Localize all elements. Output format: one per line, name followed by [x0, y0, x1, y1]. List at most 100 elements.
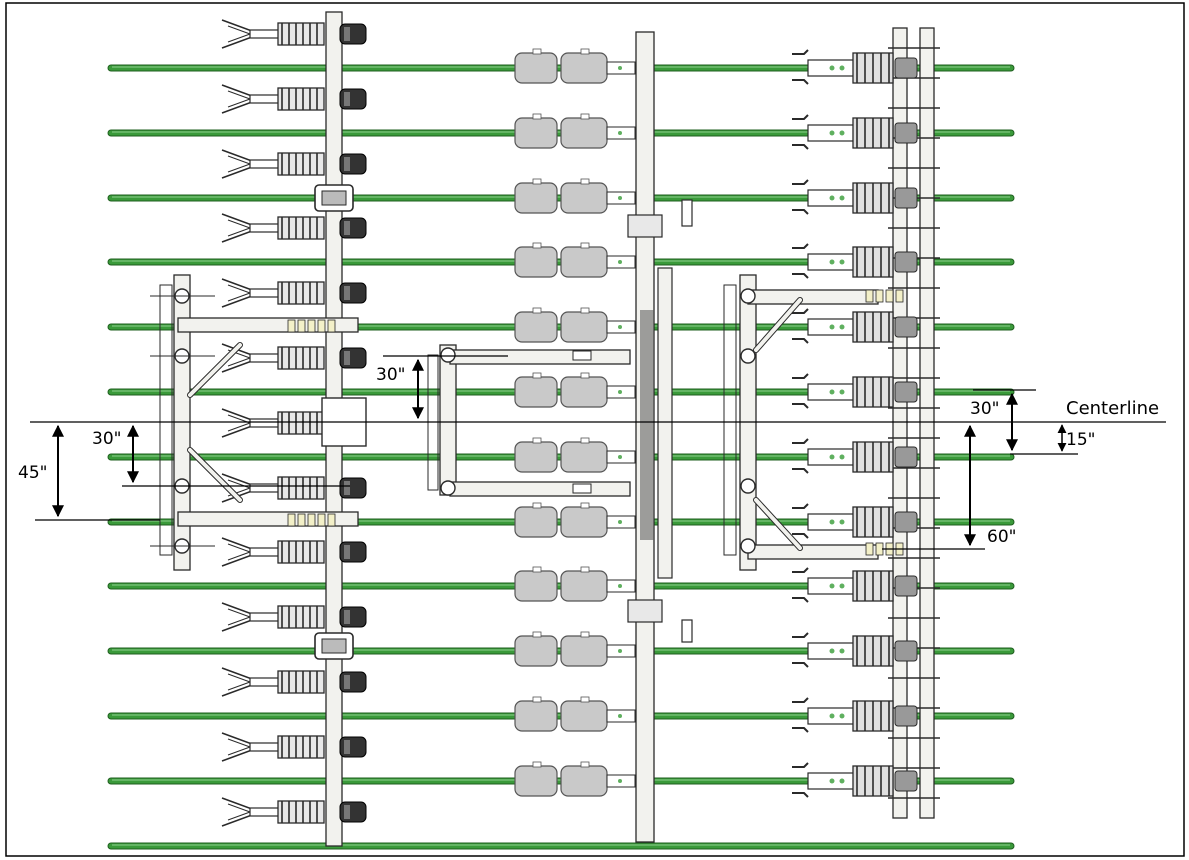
unit-shank [249, 677, 283, 687]
middle-hitch-arm-lower [449, 481, 631, 497]
unit-mount-bracket [894, 511, 918, 533]
tank-right [560, 246, 608, 278]
middle-hitch-arm-upper [449, 349, 631, 365]
right-hitch-brace [753, 297, 803, 551]
unit-mount-bracket [894, 381, 918, 403]
unit-mount-bracket [894, 57, 918, 79]
closing-wheel-v [221, 213, 253, 243]
unit-hopper [339, 217, 367, 239]
tank-left [514, 311, 558, 343]
strip-till-row-unit-icon [792, 438, 918, 474]
strip-till-row-unit-icon [792, 243, 918, 279]
unit-hopper [339, 801, 367, 823]
tank-left [514, 52, 558, 84]
tank-right [560, 570, 608, 602]
unit-shank [249, 742, 283, 752]
middle-hitch-frame [427, 344, 631, 497]
middle-mount-lower [627, 599, 663, 623]
unit-hopper [339, 541, 367, 563]
dim-30-right-label: 30" [970, 399, 999, 419]
twin-tank-row-unit-icon [514, 178, 636, 214]
dim-45-label: 45" [18, 463, 47, 483]
unit-hopper [339, 606, 367, 628]
strip-till-row-unit-icon [792, 308, 918, 344]
tank-right [560, 376, 608, 408]
middle-secondary-bar [657, 267, 673, 579]
unit-shank [249, 159, 283, 169]
tank-left [514, 182, 558, 214]
twin-tank-row-unit-icon [514, 631, 636, 667]
hitch-pin [740, 478, 756, 494]
tank-left [514, 700, 558, 732]
twin-tank-row-unit-icon [514, 696, 636, 732]
strip-till-row-unit-icon [792, 762, 918, 798]
tank-right [560, 765, 608, 797]
tank-left [514, 246, 558, 278]
row-cleaner-tines [792, 762, 809, 798]
tank-right [560, 635, 608, 667]
tank-right [560, 506, 608, 538]
tank-left [514, 117, 558, 149]
unit-hopper [339, 23, 367, 45]
row-unit-with-closing-wheels-icon [221, 797, 367, 827]
middle-hitch-vertical [439, 344, 457, 496]
twin-tank-row-unit-icon [514, 372, 636, 408]
closing-wheel-v [221, 278, 253, 308]
tank-left [514, 441, 558, 473]
middle-hydraulic-block [640, 310, 654, 540]
unit-mount-bracket [894, 251, 918, 273]
right-hitch-arm-lower [747, 544, 879, 560]
closing-wheel-v [221, 602, 253, 632]
unit-hopper [339, 153, 367, 175]
unit-mount-bracket [894, 446, 918, 468]
closing-wheel-v [221, 732, 253, 762]
row-cleaner-tines [792, 179, 809, 215]
closing-wheel-v [221, 667, 253, 697]
figure-border [5, 2, 1185, 857]
row-unit-with-closing-wheels-icon [221, 84, 367, 114]
dim-30-mid-label: 30" [376, 365, 405, 385]
unit-shank [249, 94, 283, 104]
tank-right [560, 182, 608, 214]
twin-tank-row-unit-icon [514, 502, 636, 538]
strip-till-row-unit-icon [792, 179, 918, 215]
closing-wheel-v [221, 149, 253, 179]
unit-shank [249, 807, 283, 817]
strip-till-row-unit-icon [792, 503, 918, 539]
unit-mount-bracket [894, 640, 918, 662]
row-cleaner-tines [792, 308, 809, 344]
row-cleaner-tines [792, 243, 809, 279]
unit-shank [249, 223, 283, 233]
tank-right [560, 52, 608, 84]
row-unit-with-closing-wheels-icon [221, 213, 367, 243]
unit-mount-bracket [894, 187, 918, 209]
row-cleaner-tines [792, 114, 809, 150]
unit-shank [249, 353, 283, 363]
middle-mount-upper [627, 214, 663, 238]
strip-till-row-unit-icon [792, 697, 918, 733]
strip-till-row-unit-icon [792, 567, 918, 603]
row-unit-with-closing-wheels-icon [221, 537, 367, 567]
hitch-pin [740, 288, 756, 304]
tank-left [514, 376, 558, 408]
unit-shank [249, 483, 283, 493]
row-unit-with-closing-wheels-icon [221, 602, 367, 632]
row-unit-with-closing-wheels-icon [221, 343, 367, 373]
unit-shank [249, 29, 283, 39]
tank-left [514, 506, 558, 538]
row-cleaner-tines [792, 373, 809, 409]
unit-hopper [339, 88, 367, 110]
closing-wheel-v [221, 19, 253, 49]
row-unit-with-closing-wheels-icon [221, 667, 367, 697]
twin-tank-row-unit-icon [514, 761, 636, 797]
hitch-pin [740, 538, 756, 554]
middle-tank-units [514, 48, 636, 797]
tank-right [560, 700, 608, 732]
row-cleaner-tines [792, 49, 809, 85]
unit-hopper [339, 282, 367, 304]
left-row-units [221, 19, 367, 827]
dim-30-left-label: 30" [92, 429, 121, 449]
row-line [107, 842, 1015, 850]
strip-till-row-unit-icon [792, 373, 918, 409]
